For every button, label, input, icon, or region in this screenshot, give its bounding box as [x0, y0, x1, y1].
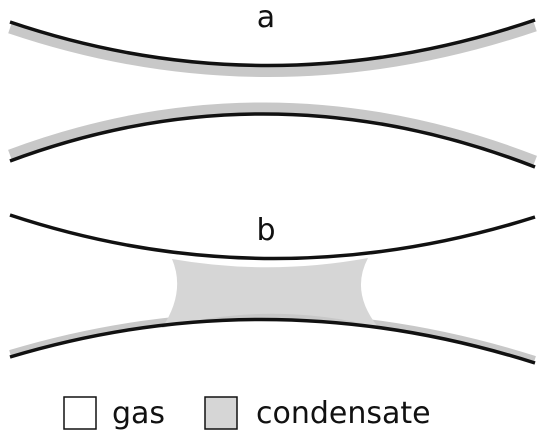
legend-condensate-swatch: [204, 396, 238, 430]
panel-b: b: [9, 213, 536, 365]
panel-a-lower-film: [8, 102, 537, 167]
legend-gas-swatch: [63, 396, 97, 430]
panel-a: a: [8, 0, 537, 169]
panel-b-upper-wall: [9, 213, 536, 261]
panel-a-lower-wall: [9, 112, 536, 169]
panel-b-lower-wall: [9, 317, 536, 365]
legend-condensate-label: condensate: [256, 396, 431, 431]
panel-b-lower-film: [9, 312, 536, 362]
panel-b-label: b: [256, 213, 275, 248]
legend: gas condensate: [63, 396, 431, 431]
condensate-bridge: [162, 258, 378, 328]
panel-a-upper-wall: [9, 18, 536, 68]
panel-a-label: a: [257, 0, 275, 35]
legend-gas-label: gas: [112, 396, 165, 431]
panel-a-upper-film: [8, 20, 537, 77]
